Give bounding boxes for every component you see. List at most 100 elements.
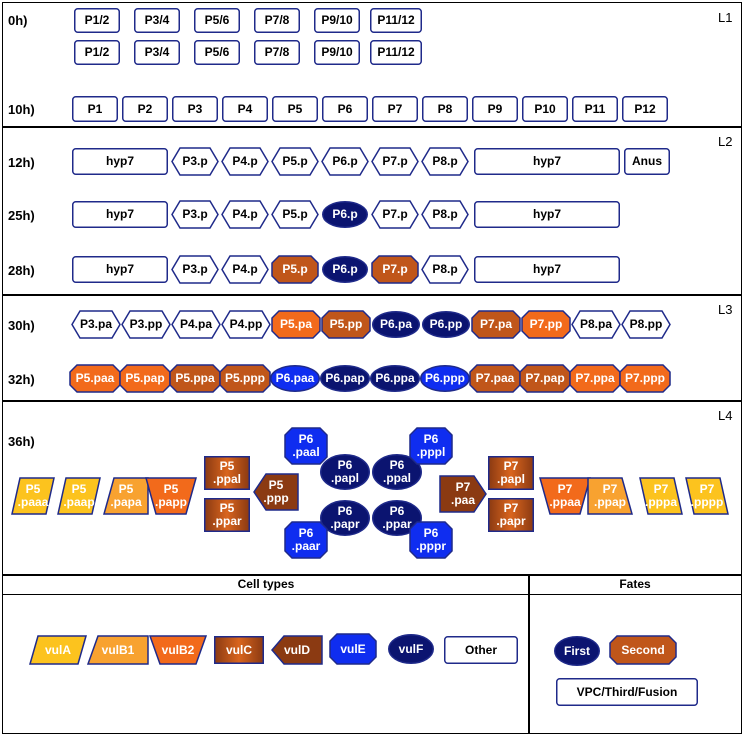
cell-node-r6-c10-label: P8.pa	[579, 317, 612, 331]
l4-node-10-label: P6 .paar	[291, 526, 321, 553]
cell-type-vulb2-label: vulB2	[161, 642, 195, 657]
cell-node-r6-c5: P5.pp	[321, 310, 371, 339]
l4-node-0-shape	[11, 477, 55, 515]
cell-node-r7-c0-shape	[69, 364, 121, 393]
cell-node-r6-c6-shape	[372, 311, 420, 338]
cell-node-r1-c3-shape	[254, 40, 300, 65]
l4-node-20-label: P7 .pppa	[645, 482, 677, 509]
cell-node-r6-c2: P4.pa	[171, 310, 221, 339]
cell-node-r3-c3-shape	[271, 147, 319, 176]
cell-node-r7-c5-shape	[320, 365, 370, 392]
cell-node-r1-c5-label: P11/12	[377, 45, 415, 59]
l4-node-6: P5 .ppp	[253, 473, 299, 511]
l4-node-6-shape	[253, 473, 299, 511]
cell-node-r7-c2-label: P5.ppa	[175, 371, 215, 385]
cell-node-r4-c4-label: P6.p	[332, 207, 358, 221]
cell-node-r3-c5-label: P7.p	[382, 154, 408, 168]
l4-node-13: P6 .pppl	[409, 427, 453, 465]
cell-node-r4-c7: hyp7	[474, 201, 620, 228]
cell-node-r3-c8: Anus	[624, 148, 670, 175]
cell-node-r3-c1-shape	[171, 147, 219, 176]
fate-0-shape	[554, 636, 600, 666]
cell-type-vulb1-label: vulB1	[101, 642, 135, 657]
l4-node-13-label: P6 .pppl	[416, 432, 446, 459]
cell-node-r6-c11: P8.pp	[621, 310, 671, 339]
cell-node-r4-c1: P3.p	[171, 200, 219, 229]
cell-node-r7-c1-shape	[119, 364, 171, 393]
cell-node-r6-c3-label: P4.pp	[229, 317, 263, 331]
cell-node-r1-c3: P7/8	[254, 40, 300, 65]
cell-node-r2-c11-label: P12	[634, 101, 656, 116]
time-label-3: 12h)	[8, 155, 35, 170]
cell-type-vulc-label: vulC	[225, 642, 252, 657]
cell-node-r2-c6-label: P7	[387, 101, 403, 116]
cell-node-r7-c3-shape	[219, 364, 271, 393]
cell-node-r0-c1: P3/4	[134, 8, 180, 33]
cell-node-r6-c4: P5.pa	[271, 310, 321, 339]
cell-type-vule-label: vulE	[340, 641, 366, 656]
cell-node-r4-c0-shape	[72, 201, 168, 228]
cell-types-title: Cell types	[237, 577, 295, 591]
l4-node-19: P7 .ppap	[587, 477, 633, 515]
l4-node-17: P7 .papr	[488, 498, 534, 532]
fate-2: VPC/Third/Fusion	[556, 678, 698, 706]
cell-node-r2-c5-shape	[322, 96, 368, 122]
cell-node-r5-c4-shape	[322, 256, 368, 283]
cell-node-r2-c8-shape	[472, 96, 518, 122]
l4-node-12-shape	[372, 500, 422, 536]
cell-node-r3-c7-label: hyp7	[532, 154, 561, 168]
cell-node-r7-c8: P7.paa	[469, 364, 521, 393]
l4-node-15: P7 .paa	[439, 475, 487, 513]
cell-node-r2-c11-shape	[622, 96, 668, 122]
l4-node-10: P6 .paar	[284, 521, 328, 559]
cell-type-vule-shape	[329, 633, 377, 665]
fate-0-label: First	[563, 643, 590, 658]
stage-panel-l3	[2, 294, 742, 402]
cell-node-r2-c0: P1	[72, 96, 118, 122]
l4-node-7-shape	[284, 427, 328, 465]
cell-node-r3-c2-shape	[221, 147, 269, 176]
cell-node-r0-c4: P9/10	[314, 8, 360, 33]
l4-node-20-shape	[639, 477, 683, 515]
cell-node-r2-c6: P7	[372, 96, 418, 122]
l4-node-8: P6 .papl	[320, 454, 370, 490]
cell-type-vuld-shape	[271, 635, 323, 665]
l4-node-20: P7 .pppa	[639, 477, 683, 515]
cell-type-vulc: vulC	[214, 636, 264, 664]
cell-node-r7-c2: P5.ppa	[169, 364, 221, 393]
cell-node-r5-c0-label: hyp7	[105, 262, 134, 276]
cell-node-r7-c6-label: P6.ppa	[375, 371, 415, 385]
cell-node-r6-c6-label: P6.pa	[379, 317, 412, 331]
cell-node-r7-c4: P6.paa	[270, 365, 320, 392]
cell-node-r1-c0: P1/2	[74, 40, 120, 65]
l4-node-12: P6 .ppar	[372, 500, 422, 536]
cell-node-r2-c7-label: P8	[437, 101, 453, 116]
l4-node-3: P5 .papp	[145, 477, 197, 515]
cell-node-r1-c2-label: P5/6	[204, 45, 230, 59]
fate-1-label: Second	[621, 642, 665, 657]
cell-node-r2-c0-label: P1	[87, 101, 103, 116]
fate-1: Second	[609, 635, 677, 665]
cell-node-r3-c6: P8.p	[421, 147, 469, 176]
stage-label-l2: L2	[718, 134, 733, 149]
cell-node-r6-c6: P6.pa	[372, 311, 420, 338]
l4-node-21-label: P7 .pppp	[690, 482, 724, 509]
cell-node-r6-c9-label: P7.pp	[529, 317, 563, 331]
cell-node-r7-c4-shape	[270, 365, 320, 392]
cell-node-r7-c10-shape	[569, 364, 621, 393]
cell-node-r0-c3-shape	[254, 8, 300, 33]
stage-panel-l2	[2, 126, 742, 296]
cell-node-r3-c8-label: Anus	[632, 154, 662, 168]
cell-node-r2-c2-label: P3	[187, 101, 203, 116]
cell-node-r0-c5-shape	[370, 8, 422, 33]
cell-node-r0-c3-label: P7/8	[264, 13, 290, 27]
cell-node-r4-c6-label: P8.p	[432, 207, 458, 221]
cell-node-r0-c3: P7/8	[254, 8, 300, 33]
cell-type-vuld-label: vulD	[283, 642, 310, 657]
l4-node-5-label: P5 .ppar	[212, 501, 242, 528]
l4-node-11-shape	[372, 454, 422, 490]
cell-node-r4-c7-shape	[474, 201, 620, 228]
cell-node-r0-c0: P1/2	[74, 8, 120, 33]
cell-node-r6-c2-shape	[171, 310, 221, 339]
cell-node-r6-c8: P7.pa	[471, 310, 521, 339]
